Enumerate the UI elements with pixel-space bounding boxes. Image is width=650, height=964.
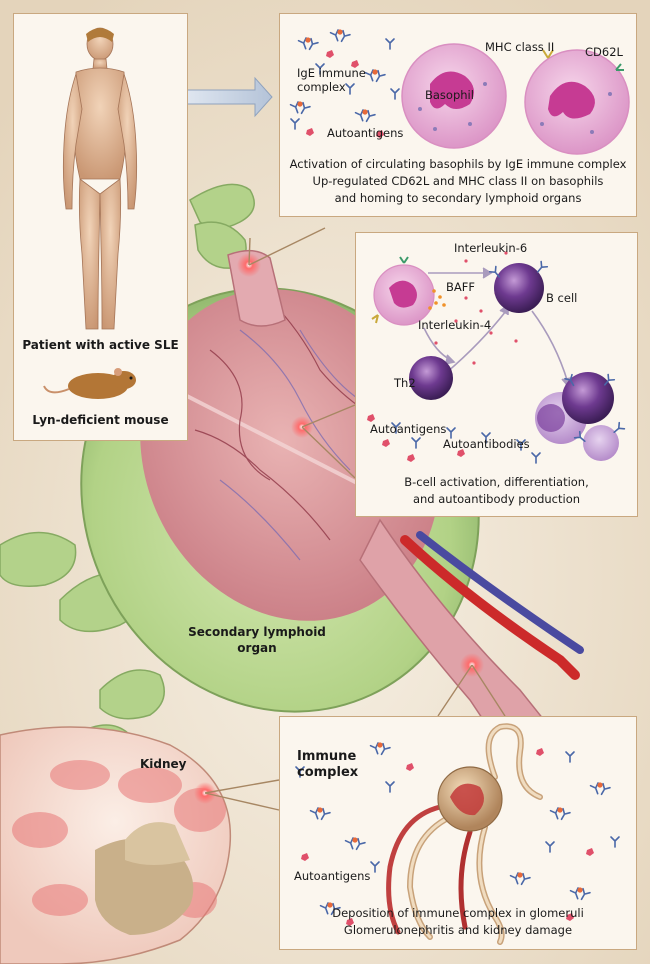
mhc-class-ii-label: MHC class II [485, 40, 555, 54]
autoantigens-label-middle: Autoantigens [370, 422, 447, 436]
kidney-caption-line1: Deposition of immune complex in glomerul… [332, 906, 584, 920]
glomerulus [437, 766, 503, 832]
autoantibodies-label: Autoantibodies [443, 437, 530, 451]
plasma-cells [535, 372, 626, 461]
organ-label-line1: Secondary lymphoid [188, 625, 326, 639]
basophil-art [290, 14, 630, 155]
kidney-label: Kidney [140, 757, 187, 771]
kidney [0, 726, 232, 964]
basophil-caption: Activation of circulating basophils by I… [280, 156, 636, 207]
ige-label-line1: IgE immune [297, 66, 366, 80]
basophil-caption-line3: and homing to secondary lymphoid organs [334, 191, 582, 205]
ige-complex-label: IgE immune complex [297, 66, 366, 94]
bcell-panel: Interleukin-6 BAFF B cell Interleukin-4 … [355, 232, 638, 517]
arrow-icon [186, 76, 273, 118]
basophil-label: Basophil [425, 88, 474, 102]
baff-dots [428, 289, 446, 310]
baff-label: BAFF [446, 280, 475, 294]
interleukin-4-label: Interleukin-4 [418, 318, 492, 332]
efferent-vessels [359, 518, 584, 761]
th2-label: Th2 [394, 376, 416, 390]
mouse-label: Lyn-deficient mouse [32, 413, 169, 427]
basophil-small [371, 256, 435, 326]
patient-figure [43, 27, 138, 399]
bcell-label: B cell [546, 291, 578, 305]
bcell [488, 260, 549, 313]
th2-cell [409, 356, 453, 400]
bcell-caption-line1: B-cell activation, differentiation, [404, 475, 589, 489]
lymphoid-organ-label: Secondary lymphoid organ [172, 624, 342, 656]
bcell-caption: B-cell activation, differentiation, and … [356, 474, 637, 508]
immune-label-line1: Immune [297, 749, 357, 764]
immune-complex-label: Immune complex [297, 749, 358, 781]
basophil-panel: IgE immune complex Autoantigens Basophil… [279, 13, 637, 217]
autoantigens-label-top: Autoantigens [327, 126, 404, 140]
kidney-panel: Immune complex Autoantigens Deposition o… [279, 716, 637, 950]
basophil-caption-line2: Up-regulated CD62L and MHC class II on b… [312, 174, 604, 188]
connector-lines [204, 227, 506, 811]
basophil-caption-line1: Activation of circulating basophils by I… [289, 157, 627, 171]
kidney-caption: Deposition of immune complex in glomerul… [280, 905, 636, 939]
autoantigens-label-bottom: Autoantigens [294, 869, 371, 883]
basophil-cell [401, 43, 507, 149]
bcell-caption-line2: and autoantibody production [412, 492, 581, 506]
cd62l-label: CD62L [585, 45, 623, 59]
glomerulus-art [295, 723, 620, 945]
kidney-caption-line2: Glomerulonephritis and kidney damage [343, 923, 573, 937]
ige-label-line2: complex [297, 80, 346, 94]
patient-panel: Patient with active SLE Lyn-deficient mo… [13, 13, 188, 441]
bcell-art [367, 251, 626, 464]
interleukin-6-label: Interleukin-6 [454, 241, 528, 255]
immune-label-line2: complex [297, 765, 359, 780]
patient-label: Patient with active SLE [22, 338, 179, 352]
activated-basophil-cell [524, 49, 630, 155]
mouse-icon [43, 368, 136, 399]
tubules [386, 723, 543, 945]
organ-label-line2: organ [237, 641, 277, 655]
